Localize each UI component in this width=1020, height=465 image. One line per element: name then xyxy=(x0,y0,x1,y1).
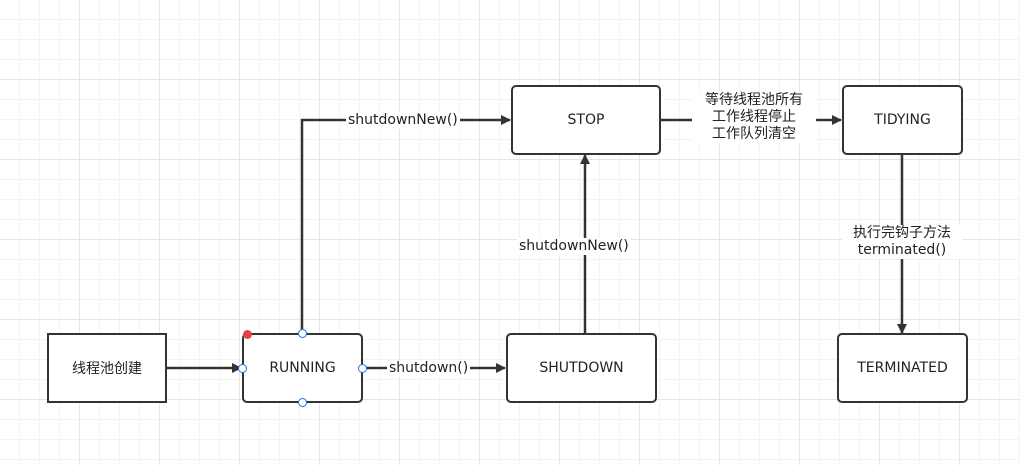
edge-label-shutdown-shutdownnew[interactable]: shutdownNew() xyxy=(517,238,631,255)
edge-label-tidying-to-terminated-line1: 执行完钩子方法 xyxy=(853,225,951,241)
node-terminated[interactable]: TERMINATED xyxy=(837,333,968,403)
node-stop[interactable]: STOP xyxy=(511,85,661,155)
node-shutdown[interactable]: SHUTDOWN xyxy=(506,333,657,403)
edge-label-stop-to-tidying-line1: 等待线程池所有 xyxy=(705,92,803,108)
edge-label-stop-to-tidying-line2: 工作线程停止 xyxy=(712,109,796,125)
edge-label-stop-to-tidying[interactable]: 等待线程池所有 工作线程停止 工作队列清空 xyxy=(692,92,816,143)
connection-handle-top[interactable] xyxy=(298,329,307,338)
selection-marker-dot[interactable] xyxy=(243,330,252,339)
node-tidying-label: TIDYING xyxy=(874,112,931,128)
connection-handle-right[interactable] xyxy=(358,364,367,373)
edge-label-running-shutdownnew[interactable]: shutdownNew() xyxy=(346,112,460,129)
edge-label-tidying-to-terminated[interactable]: 执行完钩子方法 terminated() xyxy=(842,225,962,259)
node-pool-created-label: 线程池创建 xyxy=(72,361,142,377)
node-terminated-label: TERMINATED xyxy=(857,360,948,376)
node-running[interactable]: RUNNING xyxy=(242,333,363,403)
node-running-label: RUNNING xyxy=(269,360,336,376)
edge-label-stop-to-tidying-line3: 工作队列清空 xyxy=(712,126,796,142)
node-tidying[interactable]: TIDYING xyxy=(842,85,963,155)
node-stop-label: STOP xyxy=(567,112,605,128)
node-shutdown-label: SHUTDOWN xyxy=(539,360,624,376)
arrow-running-to-stop[interactable] xyxy=(300,115,511,333)
connection-handle-left[interactable] xyxy=(238,364,247,373)
node-pool-created[interactable]: 线程池创建 xyxy=(47,333,167,403)
edge-label-tidying-to-terminated-line2: terminated() xyxy=(857,242,947,258)
edge-label-shutdown[interactable]: shutdown() xyxy=(387,360,471,377)
connection-handle-bottom[interactable] xyxy=(298,398,307,407)
